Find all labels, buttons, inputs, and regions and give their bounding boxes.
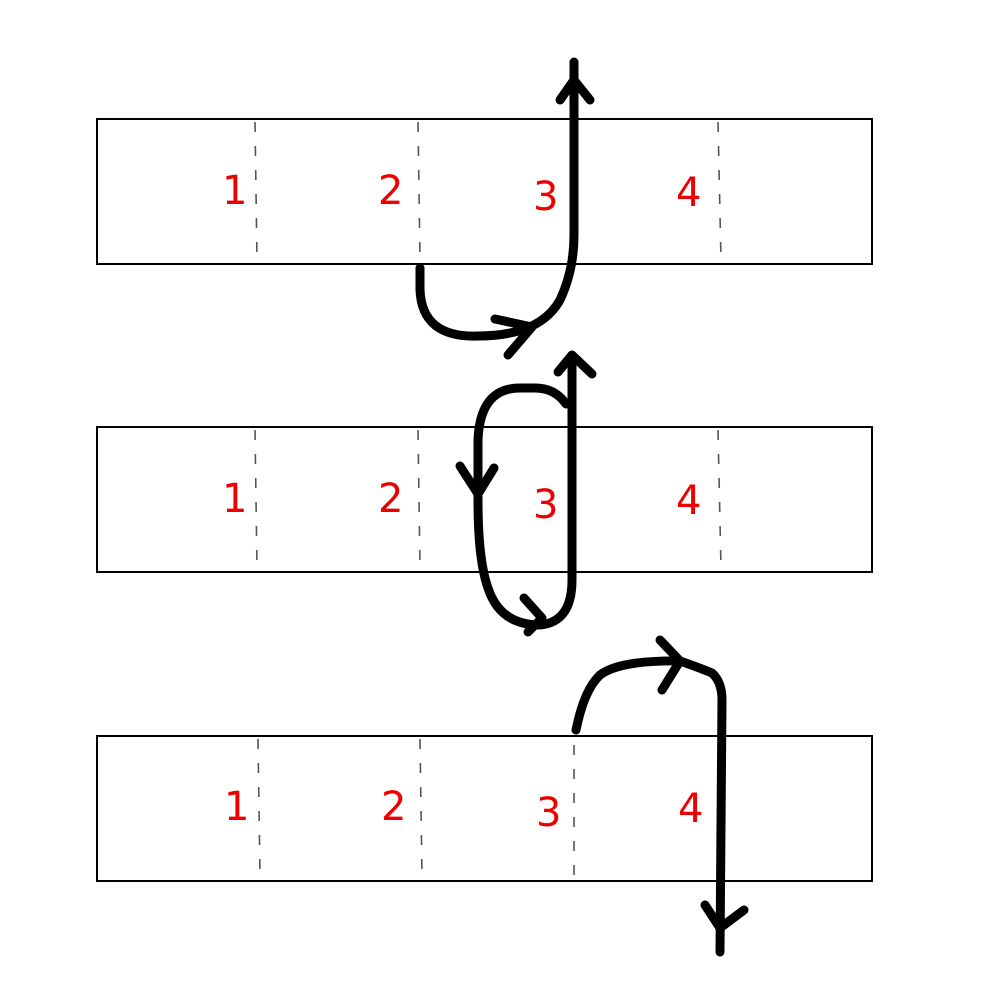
position-label: 1 <box>224 784 249 830</box>
position-label: 1 <box>222 168 247 214</box>
bar-bottom-rect <box>96 735 873 882</box>
position-label: 3 <box>536 790 561 836</box>
path-middle-loop <box>473 355 577 630</box>
path-top <box>415 57 595 360</box>
position-label: 4 <box>678 786 703 832</box>
path-bottom <box>571 635 749 957</box>
position-label: 2 <box>378 476 403 522</box>
arrowhead-right-icon <box>655 635 685 695</box>
path-middle <box>455 350 597 637</box>
arrowhead-up-icon <box>553 350 597 379</box>
position-label: 2 <box>381 784 406 830</box>
position-label: 3 <box>533 174 558 220</box>
bar-top: 1 2 3 4 <box>96 118 873 265</box>
arrowhead-right-icon <box>490 314 537 360</box>
position-label: 4 <box>676 478 701 524</box>
position-label: 4 <box>676 170 701 216</box>
position-label: 3 <box>533 482 558 528</box>
arrowhead-right-icon <box>519 593 547 637</box>
arrowhead-down-icon <box>455 461 499 499</box>
bar-top-rect <box>96 118 873 265</box>
arrowhead-down-icon <box>700 900 749 933</box>
arrowhead-up-icon <box>555 75 595 105</box>
position-label: 2 <box>378 168 403 214</box>
bar-bottom: 1 2 3 4 <box>96 735 873 882</box>
position-label: 1 <box>222 476 247 522</box>
